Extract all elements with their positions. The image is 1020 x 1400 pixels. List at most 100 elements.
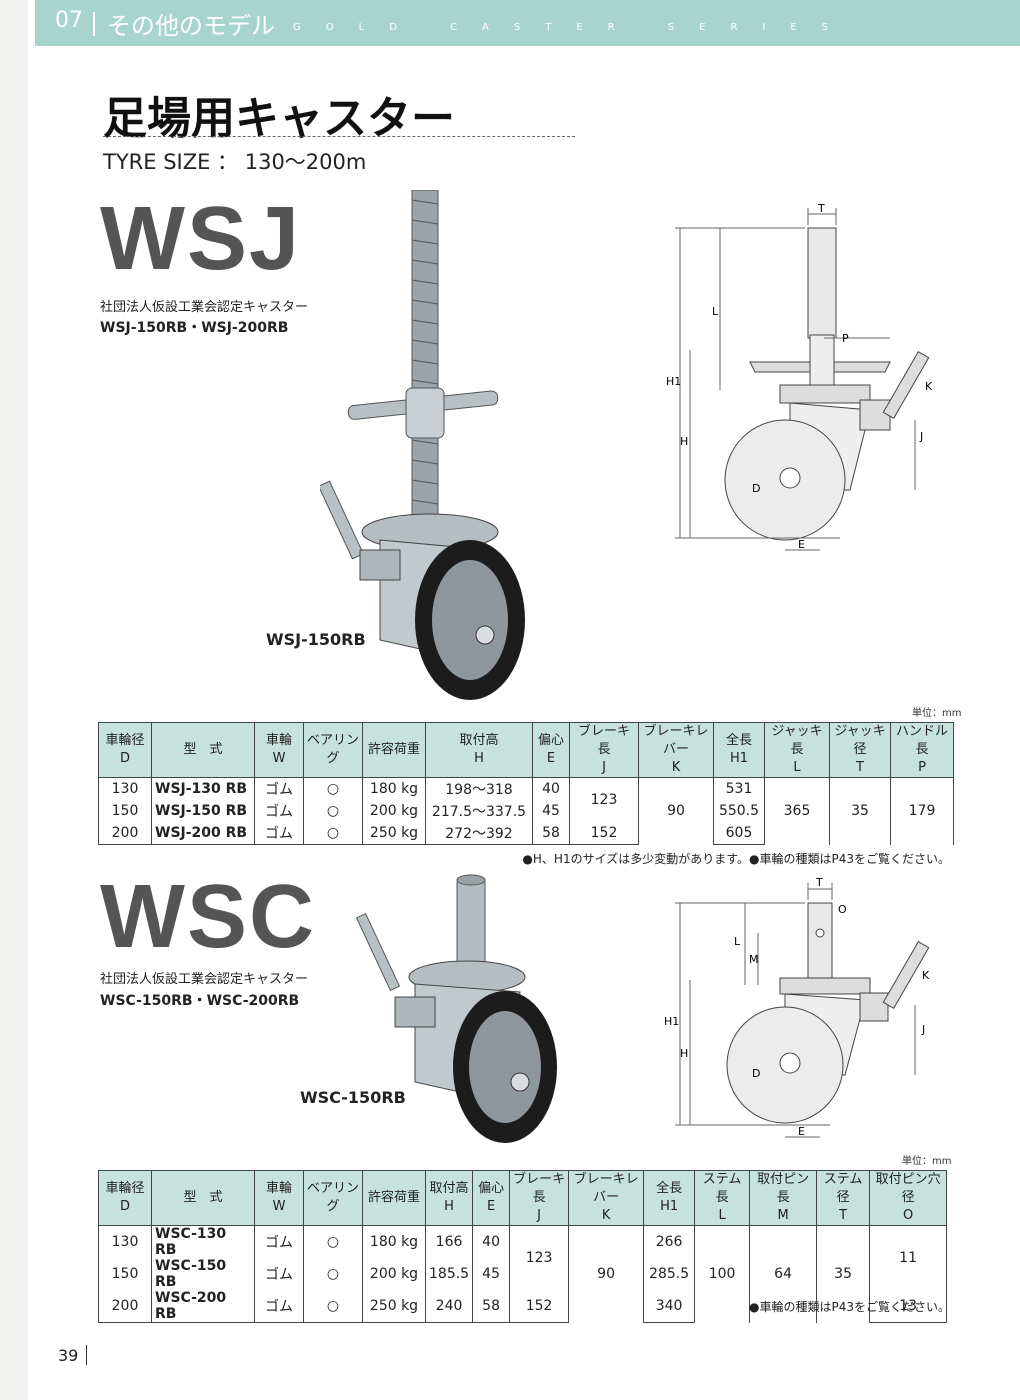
cell-l: 365 — [764, 777, 830, 845]
cell-load: 250 kg — [362, 822, 426, 845]
header-divider — [93, 12, 95, 36]
dim-h-label: H — [680, 435, 688, 448]
cell-load: 200 kg — [362, 800, 426, 822]
cell-h1: 340 — [643, 1290, 696, 1323]
th-model: 型 式 — [151, 1170, 255, 1226]
dim-d-label: D — [752, 482, 760, 495]
wsc-certified-models: WSC-150RB・WSC-200RB — [100, 993, 300, 1009]
series-name: GOLD CASTER SERIES — [293, 22, 854, 33]
cell-h: 198〜318 — [425, 777, 533, 800]
cell-k: 90 — [638, 777, 714, 845]
cell-h1: 550.5 — [713, 800, 765, 822]
wsj-note: ●H、H1のサイズは多少変動があります。●車輪の種類はP43をご覧ください。 — [522, 852, 950, 866]
cell-bearing: ○ — [303, 1290, 363, 1323]
cell-p: 179 — [890, 777, 954, 845]
cell-d: 130 — [98, 777, 152, 800]
th-bearing: ベアリング — [303, 722, 363, 778]
cell-wheel: ゴム — [254, 1258, 304, 1290]
wsj-unit: 単位：mm — [912, 708, 962, 719]
dim-o-label: O — [838, 903, 847, 916]
cell-d: 200 — [98, 1290, 152, 1323]
page-edge — [0, 0, 28, 1400]
cell-e: 45 — [532, 800, 570, 822]
cell-wheel: ゴム — [254, 822, 304, 845]
wsj-photo-label: WSJ-150RB — [266, 630, 366, 649]
cell-h: 185.5 — [424, 1258, 474, 1290]
cell-j-shared: 123 — [509, 1225, 570, 1290]
cell-h: 217.5〜337.5 — [425, 800, 533, 822]
cell-model: WSJ-150 RB — [151, 800, 255, 822]
dim-h1-label: H1 — [664, 1015, 679, 1028]
wsc-note: ●車輪の種類はP43をご覧ください。 — [749, 1300, 950, 1314]
cell-bearing: ○ — [303, 800, 363, 822]
wsc-dimension-diagram: T O L M H1 H K J D E — [664, 876, 930, 1138]
th-load: 許容荷重 — [362, 722, 426, 778]
wsc-model-name: WSC — [100, 867, 316, 967]
cell-d: 150 — [98, 1258, 152, 1290]
cell-h1: 285.5 — [643, 1258, 696, 1290]
dim-k-label: K — [922, 969, 930, 982]
page-number: 39 — [58, 1346, 79, 1365]
wsj-caster-photo — [320, 190, 525, 700]
cell-e: 58 — [472, 1290, 511, 1323]
table-row: 200 WSJ-200 RB ゴム ○ 250 kg 272〜392 58 15… — [98, 822, 954, 845]
cell-h: 166 — [424, 1225, 474, 1258]
dim-e-label: E — [798, 538, 805, 551]
wsj-dimension-diagram: T P L H1 H K J D E — [666, 202, 933, 551]
wsj-certification: 社団法人仮設工業会認定キャスター — [100, 300, 309, 315]
dim-m-label: M — [749, 953, 759, 966]
dim-l-label: L — [734, 935, 741, 948]
cell-m: 64 — [749, 1225, 818, 1323]
cell-o-shared: 11 — [869, 1225, 948, 1290]
cell-bearing: ○ — [303, 822, 363, 845]
cell-wheel: ゴム — [254, 1290, 304, 1323]
cell-d: 130 — [98, 1225, 152, 1258]
cell-t: 35 — [829, 777, 891, 845]
cell-bearing: ○ — [303, 777, 363, 800]
dim-h-label: H — [680, 1047, 688, 1060]
page-title: 足場用キャスター — [103, 93, 455, 144]
cell-j-shared: 123 — [569, 777, 639, 822]
cell-d: 200 — [98, 822, 152, 845]
dim-p-label: P — [842, 332, 849, 345]
dim-d-label: D — [752, 1067, 760, 1080]
table-row: 130 WSC-130 RB ゴム ○ 180 kg 166 40 123 90… — [98, 1225, 948, 1323]
cell-h: 272〜392 — [425, 822, 533, 845]
cell-e: 45 — [472, 1258, 511, 1290]
cell-wheel: ゴム — [254, 800, 304, 822]
cell-k: 90 — [568, 1225, 645, 1323]
section-title: その他のモデル — [107, 12, 275, 40]
dim-h1-label: H1 — [666, 375, 681, 388]
cell-model: WSC-130 RB — [151, 1225, 255, 1258]
cell-model: WSC-200 RB — [151, 1290, 255, 1323]
cell-load: 200 kg — [362, 1258, 426, 1290]
dim-e-label: E — [798, 1125, 805, 1138]
cell-model: WSJ-200 RB — [151, 822, 255, 845]
cell-model: WSC-150 RB — [151, 1258, 255, 1290]
cell-bearing: ○ — [303, 1258, 363, 1290]
cell-wheel: ゴム — [254, 1225, 304, 1258]
wsc-caster-photo — [355, 874, 557, 1143]
wsc-unit: 単位：mm — [902, 1156, 952, 1167]
wsj-model-name: WSJ — [100, 189, 302, 289]
table-row: 150 WSC-150 RB ゴム ○ 200 kg 185.5 45 285.… — [98, 1258, 947, 1290]
